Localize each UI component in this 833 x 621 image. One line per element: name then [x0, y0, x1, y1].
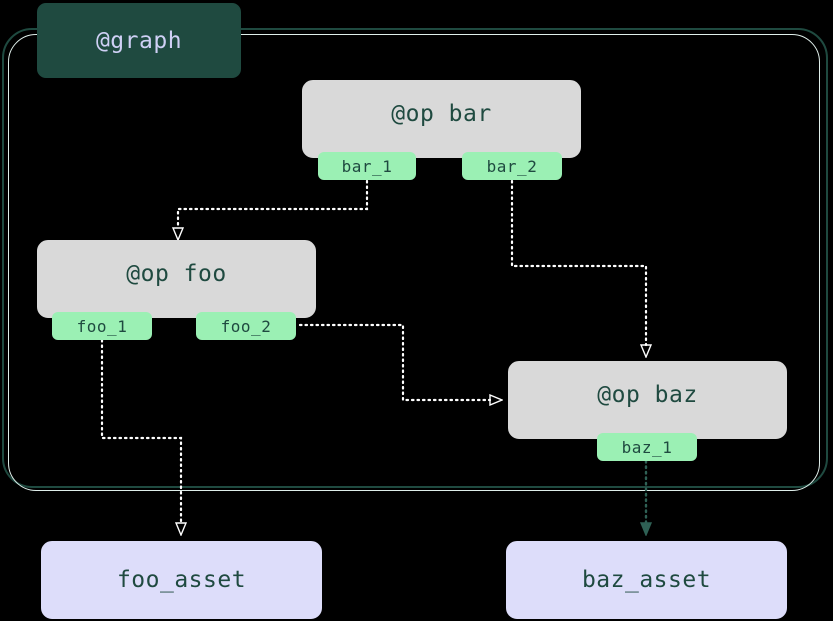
op-node-foo[interactable]: @op foo	[37, 240, 316, 318]
asset-node-baz-asset[interactable]: baz_asset	[506, 541, 787, 619]
graph-cluster-border	[2, 28, 828, 488]
asset-node-foo-asset[interactable]: foo_asset	[41, 541, 322, 619]
port-bar-2[interactable]: bar_2	[462, 152, 562, 180]
graph-cluster-label[interactable]: @graph	[37, 3, 241, 78]
port-foo-2[interactable]: foo_2	[196, 312, 296, 340]
op-baz-title: @op baz	[597, 382, 698, 408]
port-foo-1[interactable]: foo_1	[52, 312, 152, 340]
op-node-bar[interactable]: @op bar	[302, 80, 581, 158]
op-bar-title: @op bar	[391, 101, 492, 127]
port-baz-1[interactable]: baz_1	[597, 433, 697, 461]
graph-cluster-border-inner	[8, 34, 820, 491]
op-node-baz[interactable]: @op baz	[508, 361, 787, 439]
port-bar-1[interactable]: bar_1	[318, 152, 416, 180]
op-foo-title: @op foo	[126, 261, 227, 287]
